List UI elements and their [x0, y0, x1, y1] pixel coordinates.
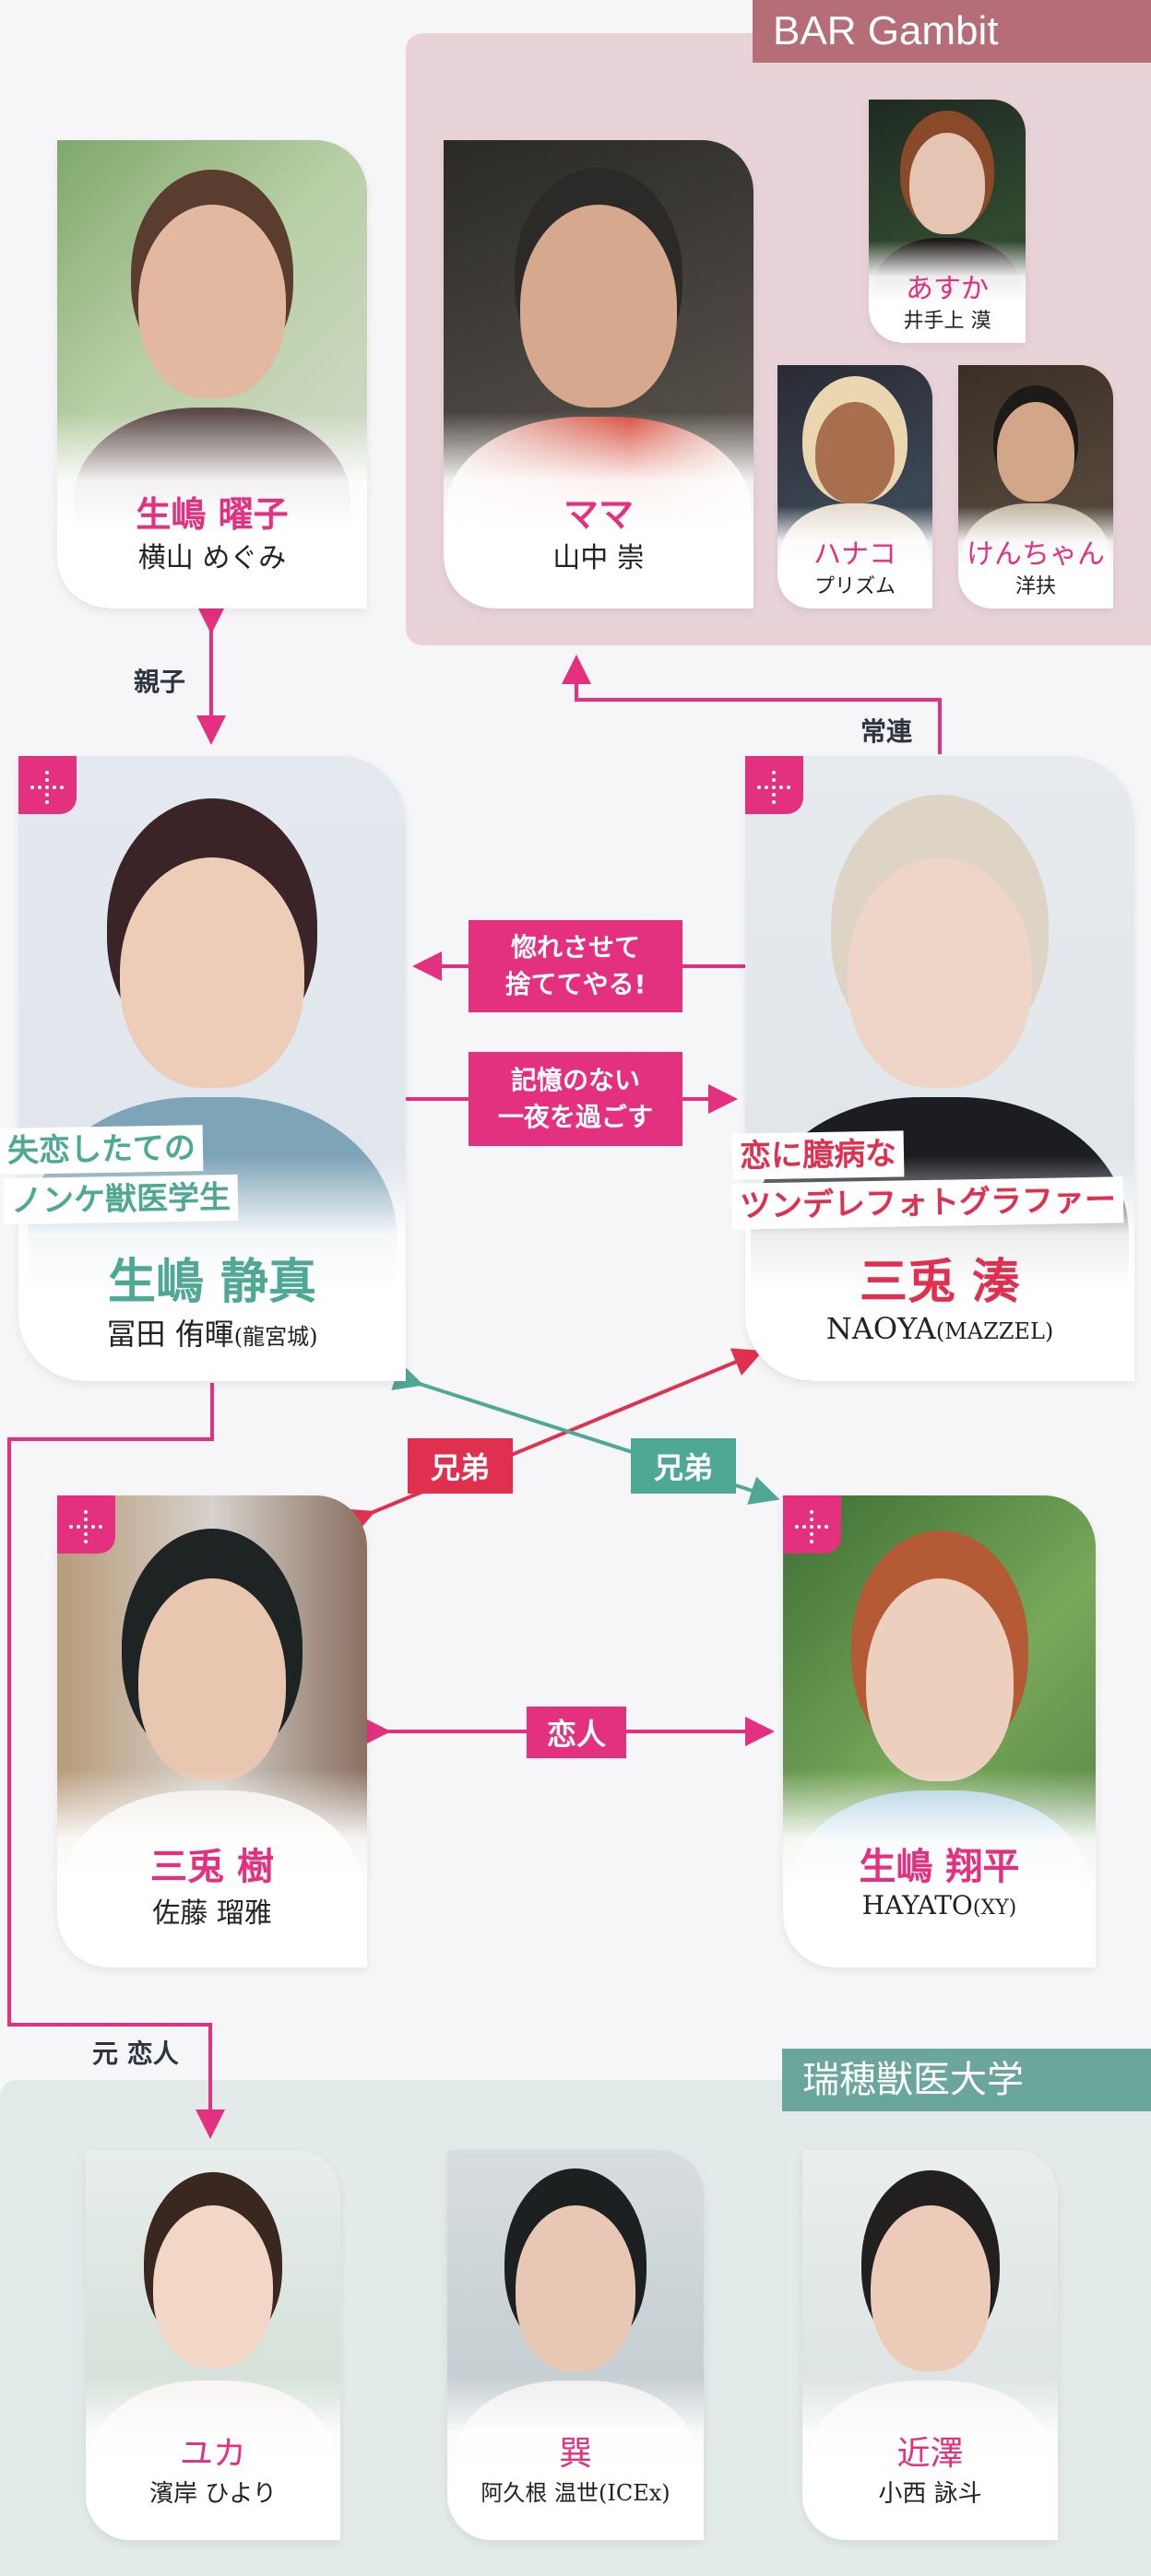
character-card-itsuki[interactable]: 三兎 樹 佐藤 瑠雅	[57, 1495, 367, 1967]
make-fall-label: 惚れさせて 捨ててやる!	[469, 920, 682, 1012]
bar-gambit-label: BAR Gambit	[753, 0, 1151, 63]
parent-child-label: 親子	[134, 667, 186, 697]
regular-label: 常連	[860, 716, 913, 747]
details-plus-icon[interactable]	[783, 1495, 841, 1554]
details-plus-icon[interactable]	[57, 1495, 115, 1554]
actor-name: NAOYA(MAZZEL)	[825, 1311, 1054, 1346]
role-name: ユカ	[179, 2435, 246, 2473]
character-card-shizuma[interactable]: 生嶋 静真 冨田 侑暉(龍宮城)	[18, 756, 406, 1381]
one-night-label: 記憶のない 一夜を過ごす	[469, 1052, 682, 1146]
regular-arrow	[562, 655, 942, 754]
details-plus-icon[interactable]	[745, 756, 803, 814]
portrait-face	[909, 133, 985, 234]
character-card-shohei[interactable]: 生嶋 翔平 HAYATO(XY)	[783, 1495, 1096, 1967]
minato-tagline-2: ツンデレフォトグラファー	[731, 1176, 1124, 1230]
shizuma-tagline-1: 失恋したての	[0, 1125, 204, 1175]
actor-name: HAYATO(XY)	[861, 1890, 1017, 1920]
character-card-tatsumi[interactable]: 巽 阿久根 温世(ICEx)	[447, 2150, 704, 2540]
portrait-face	[848, 857, 1032, 1088]
portrait-face	[870, 2205, 991, 2371]
role-name: 三兎 樹	[150, 1846, 274, 1888]
character-card-yoko[interactable]: 生嶋 曜子 横山 めぐみ	[57, 140, 367, 609]
portrait-face	[516, 2205, 635, 2371]
university-label: 瑞穂獣医大学	[782, 2049, 1151, 2111]
role-name: あすか	[906, 273, 989, 305]
minato-tagline-1: 恋に臆病な	[731, 1130, 905, 1180]
character-card-hanako[interactable]: ハナコ プリズム	[777, 365, 932, 609]
actor-name: 井手上 漠	[903, 310, 991, 333]
actor-name: 佐藤 瑠雅	[152, 1897, 272, 1930]
actor-name: 山中 崇	[552, 542, 645, 574]
character-card-minato[interactable]: 三兎 湊 NAOYA(MAZZEL)	[745, 756, 1134, 1381]
actor-name: 小西 詠斗	[878, 2480, 982, 2508]
brothers-red-label: 兄弟	[408, 1438, 513, 1494]
actor-name: 洋扶	[1015, 575, 1056, 598]
details-plus-icon[interactable]	[18, 756, 77, 814]
shizuma-tagline-2: ノンケ獣医学生	[3, 1174, 239, 1225]
ex-lovers-label: 元 恋人	[92, 2038, 179, 2069]
character-card-yuka[interactable]: ユカ 濱岸 ひより	[86, 2150, 340, 2540]
portrait-face	[138, 1578, 286, 1781]
role-name: 巽	[558, 2435, 592, 2473]
lovers-label: 恋人	[527, 1707, 626, 1758]
role-name: ハナコ	[813, 538, 896, 571]
brothers-teal-label: 兄弟	[631, 1438, 736, 1494]
portrait-face	[997, 402, 1074, 502]
character-card-asuka[interactable]: あすか 井手上 漠	[869, 100, 1026, 343]
actor-name: プリズム	[813, 575, 896, 598]
character-card-kenchan[interactable]: けんちゃん 洋扶	[958, 365, 1113, 609]
portrait-face	[153, 2205, 273, 2368]
role-name: 近澤	[896, 2435, 964, 2473]
portrait-face	[815, 402, 895, 503]
actor-name: 阿久根 温世(ICEx)	[481, 2480, 670, 2506]
actor-name: 濱岸 ひより	[149, 2480, 277, 2508]
actor-name: 横山 めぐみ	[137, 542, 287, 574]
portrait-face	[138, 205, 286, 398]
portrait-face	[865, 1578, 1014, 1781]
portrait-face	[120, 857, 304, 1088]
character-card-mama[interactable]: ママ 山中 崇	[444, 140, 753, 609]
role-name: ママ	[563, 494, 634, 535]
role-name: 生嶋 曜子	[136, 494, 289, 535]
role-name: 三兎 湊	[859, 1255, 1021, 1310]
ex-lovers-arrow	[7, 1383, 225, 2139]
role-name: 生嶋 翔平	[859, 1846, 1020, 1888]
actor-name: 冨田 侑暉(龍宮城)	[106, 1317, 318, 1352]
role-name: 生嶋 静真	[107, 1255, 317, 1310]
portrait-face	[520, 205, 677, 408]
role-name: けんちゃん	[967, 538, 1105, 571]
character-card-konzawa[interactable]: 近澤 小西 詠斗	[802, 2150, 1058, 2540]
